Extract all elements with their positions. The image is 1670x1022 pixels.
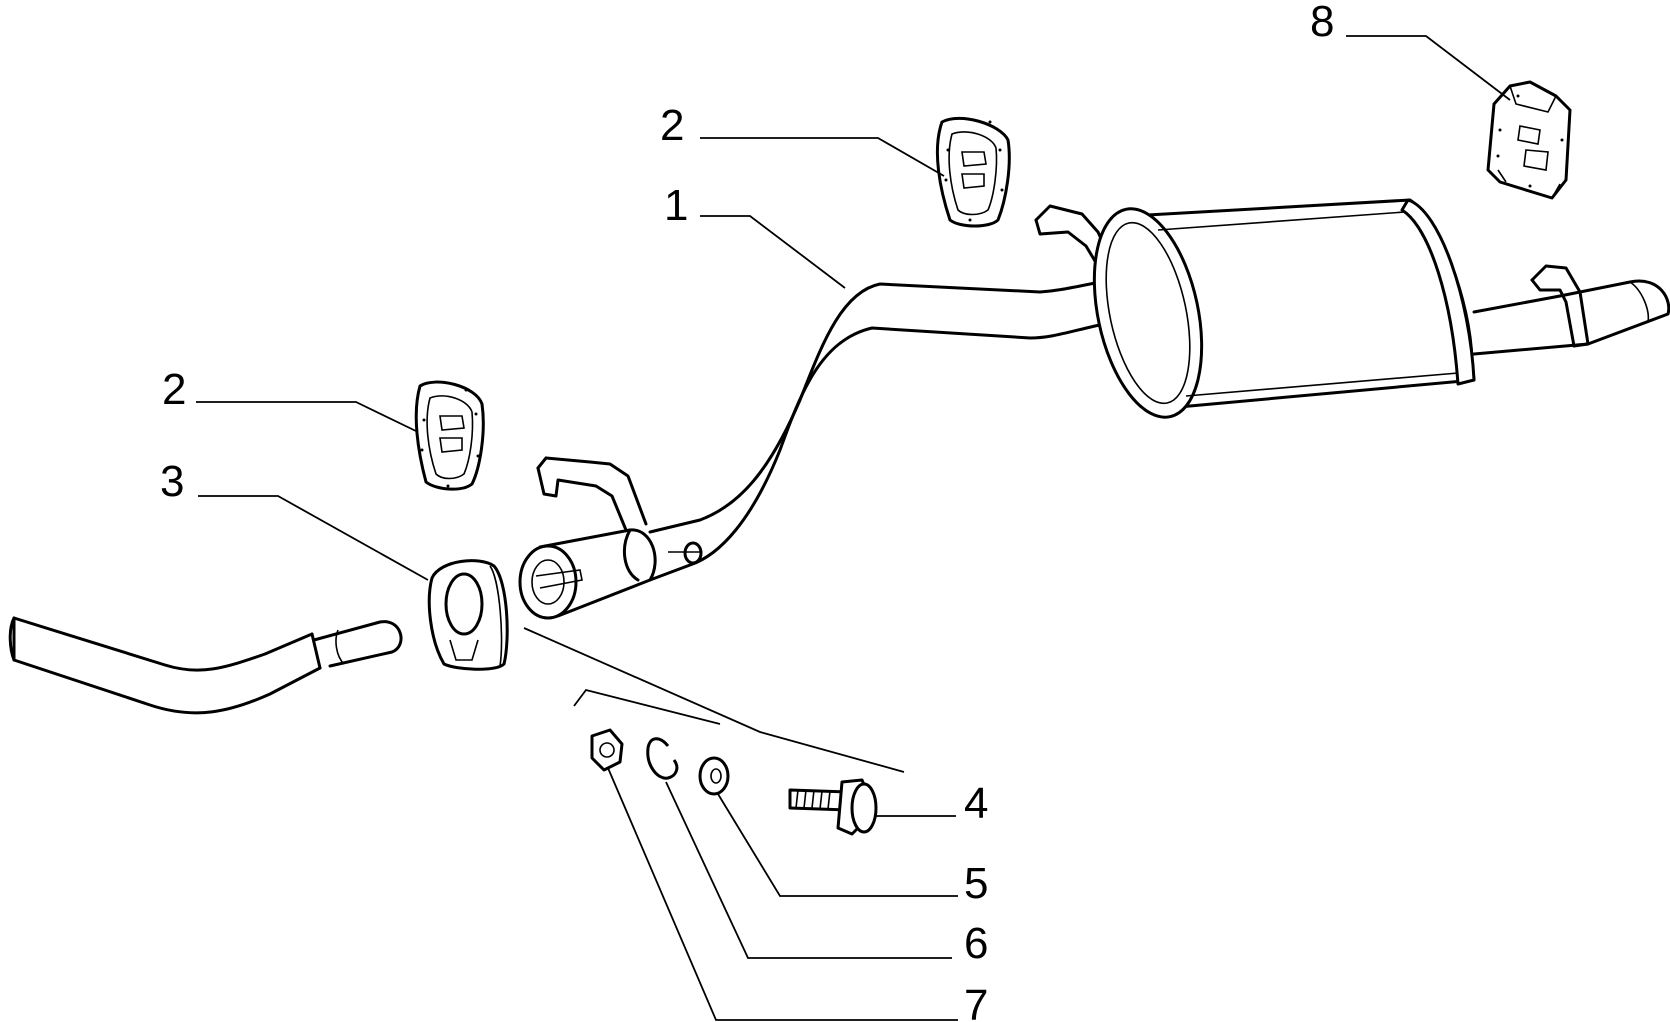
spring-washer-drawing <box>646 737 679 780</box>
leader-2a <box>700 137 945 177</box>
leader-7 <box>607 767 958 1021</box>
hanger-upper-drawing <box>935 116 1011 228</box>
callout-4: 4 <box>964 779 988 828</box>
leader-4b <box>573 688 721 725</box>
clamp-ring-drawing <box>427 559 509 671</box>
leader-8 <box>1346 35 1511 101</box>
callout-8: 8 <box>1310 0 1334 46</box>
callout-3: 3 <box>160 457 184 506</box>
rubber-mount-drawing <box>1486 80 1572 200</box>
leader-2b <box>196 401 419 433</box>
callout-7: 7 <box>964 981 988 1022</box>
hanger-left-drawing <box>414 380 485 491</box>
rear-pipe-drawing <box>518 198 1670 620</box>
leader-3 <box>198 495 429 581</box>
front-pipe-drawing <box>8 616 403 715</box>
leader-6 <box>665 781 952 959</box>
callout-2-left: 2 <box>162 365 186 414</box>
leader-lines <box>196 35 1511 1021</box>
nut-drawing <box>590 728 624 772</box>
bolt-drawing <box>788 778 878 836</box>
callout-6: 6 <box>964 919 988 968</box>
flat-washer-drawing <box>698 756 730 796</box>
leader-4 <box>523 627 905 773</box>
leader-1 <box>700 215 846 289</box>
callout-labels: 1 2 2 3 4 5 6 7 8 <box>160 0 1334 1022</box>
leader-5 <box>717 793 958 897</box>
callout-1: 1 <box>664 181 688 230</box>
callout-2-upper: 2 <box>660 101 684 150</box>
callout-5: 5 <box>964 859 988 908</box>
